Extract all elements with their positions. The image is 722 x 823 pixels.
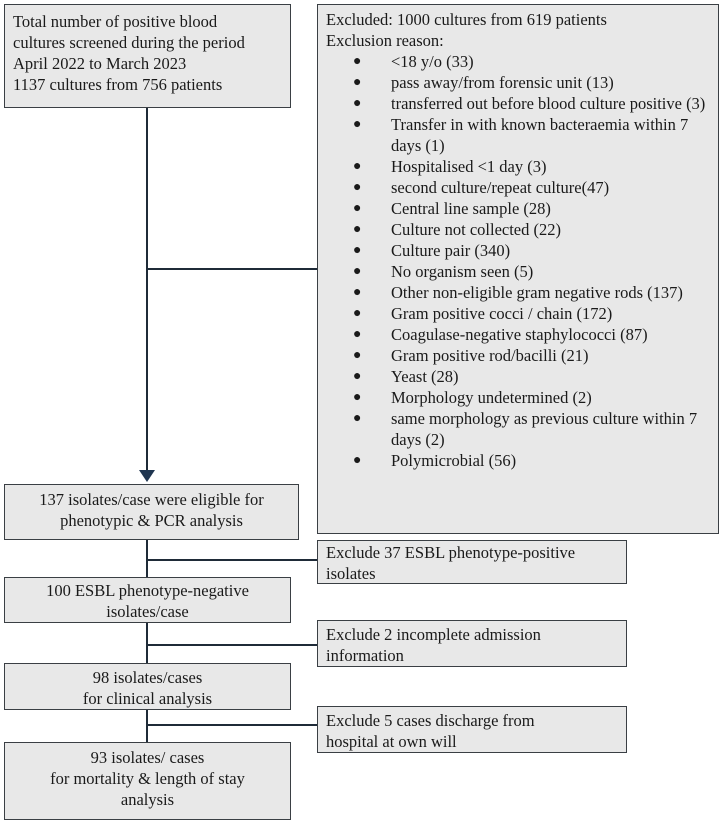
bullet-icon: ● <box>353 243 362 258</box>
connector-to-excluded <box>146 268 317 270</box>
mortality-line-3: analysis <box>120 790 175 809</box>
exclusion-reason-item: ● Transfer in with known bacteraemia with… <box>326 114 710 156</box>
clinical-analysis-box: 98 isolates/cases for clinical analysis <box>4 663 291 710</box>
exclusion-reason-item: ● Central line sample (28) <box>326 198 710 219</box>
excluded-title: Excluded: 1000 cultures from 619 patient… <box>326 10 607 29</box>
esbl-negative-line-1: 100 ESBL phenotype-negative <box>46 581 249 600</box>
exclusion-reason-item: ● Coagulase-negative staphylococci (87) <box>326 324 710 345</box>
exclusion-reason-text: Other non-eligible gram negative rods (1… <box>391 283 683 302</box>
esbl-negative-box: 100 ESBL phenotype-negative isolates/cas… <box>4 577 291 623</box>
exclusion-reason-text: Central line sample (28) <box>391 199 551 218</box>
connector-clinical-to-mortality <box>146 710 148 742</box>
exclude-esbl-line-2: isolates <box>326 564 376 583</box>
exclusion-reason-item: ● Polymicrobial (56) <box>326 450 710 471</box>
screened-cultures-box: Total number of positive blood cultures … <box>4 4 291 108</box>
exclusion-reason-item: ● Hospitalised <1 day (3) <box>326 156 710 177</box>
exclusion-reason-text: Culture pair (340) <box>391 241 511 260</box>
exclusion-reason-text: Transfer in with known bacteraemia withi… <box>391 115 689 155</box>
exclusion-reason-text: Hospitalised <1 day (3) <box>391 157 547 176</box>
eligible-line-1: 137 isolates/case were eligible for <box>39 490 264 509</box>
screened-line-3: April 2022 to March 2023 <box>13 54 187 73</box>
clinical-line-2: for clinical analysis <box>82 689 213 708</box>
exclusion-reason-item: ● Gram positive rod/bacilli (21) <box>326 345 710 366</box>
exclude-discharge-line-2: hospital at own will <box>326 732 457 751</box>
exclusion-reason-text: same morphology as previous culture with… <box>391 409 698 449</box>
eligible-isolates-box: 137 isolates/case were eligible for phen… <box>4 484 299 540</box>
exclusion-reason-text: <18 y/o (33) <box>391 52 474 71</box>
bullet-icon: ● <box>353 54 362 69</box>
bullet-icon: ● <box>353 306 362 321</box>
exclude-incomplete-box: Exclude 2 incomplete admission informati… <box>317 620 627 667</box>
bullet-icon: ● <box>353 264 362 279</box>
connector-to-exclude-incomplete <box>146 644 317 646</box>
excluded-box: Excluded: 1000 cultures from 619 patient… <box>317 4 719 534</box>
exclusion-reason-item: ● second culture/repeat culture(47) <box>326 177 710 198</box>
connector-esbl-neg-to-clinical <box>146 623 148 663</box>
bullet-icon: ● <box>353 180 362 195</box>
bullet-icon: ● <box>353 390 362 405</box>
bullet-icon: ● <box>353 117 362 132</box>
exclusion-reason-item: ● Other non-eligible gram negative rods (… <box>326 282 710 303</box>
mortality-line-2: for mortality & length of stay <box>50 769 245 788</box>
exclude-incomplete-line-1: Exclude 2 incomplete admission <box>326 625 541 644</box>
connector-to-exclude-esbl <box>146 559 317 561</box>
exclusion-reason-text: second culture/repeat culture(47) <box>391 178 610 197</box>
connector-eligible-to-esbl-neg <box>146 540 148 577</box>
connector-to-exclude-discharge <box>146 724 317 726</box>
exclusion-reason-text: Culture not collected (22) <box>391 220 561 239</box>
mortality-line-1: 93 isolates/ cases <box>90 748 205 767</box>
exclusion-reason-text: No organism seen (5) <box>391 262 534 281</box>
bullet-icon: ● <box>353 411 362 426</box>
bullet-icon: ● <box>353 348 362 363</box>
bullet-icon: ● <box>353 159 362 174</box>
bullet-icon: ● <box>353 453 362 468</box>
bullet-icon: ● <box>353 96 362 111</box>
exclusion-reason-text: pass away/from forensic unit (13) <box>391 73 614 92</box>
exclusion-reason-list: ● <18 y/o (33) ● pass away/from forensic un… <box>326 51 710 471</box>
exclusion-reason-text: transferred out before blood culture pos… <box>391 94 706 113</box>
exclusion-reason-item: ● Morphology undetermined (2) <box>326 387 710 408</box>
exclude-discharge-line-1: Exclude 5 cases discharge from <box>326 711 535 730</box>
exclusion-reason-text: Polymicrobial (56) <box>391 451 517 470</box>
bullet-icon: ● <box>353 327 362 342</box>
exclusion-reason-text: Yeast (28) <box>391 367 459 386</box>
connector-main-vertical <box>146 108 148 470</box>
exclusion-reason-item: ● same morphology as previous culture wit… <box>326 408 710 450</box>
exclude-esbl-positive-box: Exclude 37 ESBL phenotype-positive isola… <box>317 540 627 584</box>
esbl-negative-line-2: isolates/case <box>106 602 189 621</box>
exclusion-reason-item: ● Culture not collected (22) <box>326 219 710 240</box>
arrow-to-eligible <box>139 470 155 482</box>
exclude-discharge-box: Exclude 5 cases discharge from hospital … <box>317 706 627 753</box>
mortality-analysis-box: 93 isolates/ cases for mortality & lengt… <box>4 742 291 820</box>
clinical-line-1: 98 isolates/cases <box>92 668 203 687</box>
exclusion-reason-item: ● pass away/from forensic unit (13) <box>326 72 710 93</box>
bullet-icon: ● <box>353 201 362 216</box>
screened-line-1: Total number of positive blood <box>13 12 218 31</box>
exclusion-reason-item: ● Gram positive cocci / chain (172) <box>326 303 710 324</box>
exclusion-reason-item: ● Yeast (28) <box>326 366 710 387</box>
exclusion-reason-text: Morphology undetermined (2) <box>391 388 592 407</box>
exclusion-reason-text: Gram positive cocci / chain (172) <box>391 304 613 323</box>
exclusion-reason-text: Gram positive rod/bacilli (21) <box>391 346 589 365</box>
bullet-icon: ● <box>353 369 362 384</box>
screened-line-4: 1137 cultures from 756 patients <box>13 75 223 94</box>
exclusion-reason-text: Coagulase-negative staphylococci (87) <box>391 325 648 344</box>
screened-line-2: cultures screened during the period <box>13 33 245 52</box>
exclude-incomplete-line-2: information <box>326 646 404 665</box>
exclude-esbl-line-1: Exclude 37 ESBL phenotype-positive <box>326 543 576 562</box>
bullet-icon: ● <box>353 75 362 90</box>
eligible-line-2: phenotypic & PCR analysis <box>60 511 243 530</box>
exclusion-reason-item: ● No organism seen (5) <box>326 261 710 282</box>
exclusion-reason-label: Exclusion reason: <box>326 31 444 50</box>
bullet-icon: ● <box>353 222 362 237</box>
exclusion-reason-item: ● Culture pair (340) <box>326 240 710 261</box>
exclusion-reason-item: ● <18 y/o (33) <box>326 51 710 72</box>
bullet-icon: ● <box>353 285 362 300</box>
exclusion-reason-item: ● transferred out before blood culture po… <box>326 93 710 114</box>
